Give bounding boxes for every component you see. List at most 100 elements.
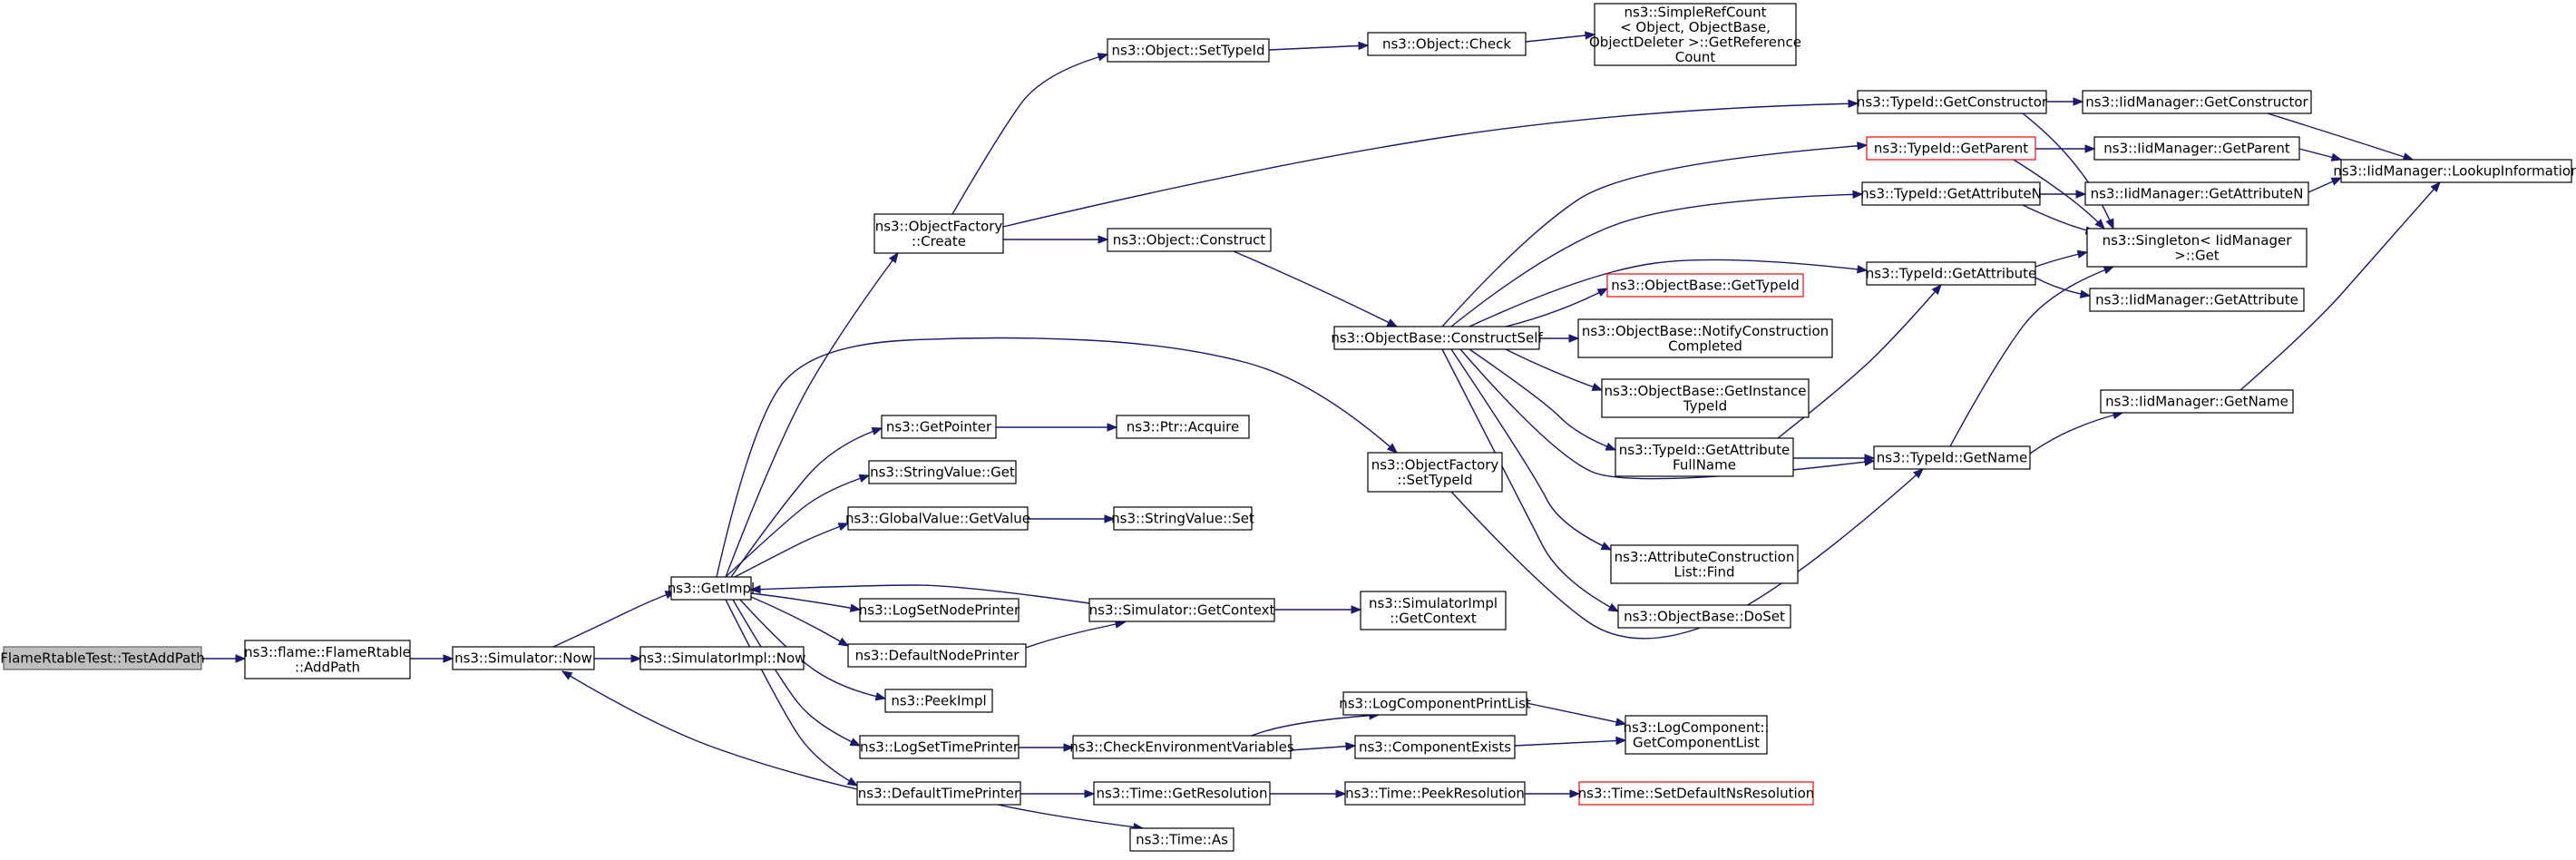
node-logcomponent-getlist[interactable]: ns3::LogComponent::GetComponentList — [1624, 715, 1770, 755]
call-edge — [734, 523, 850, 578]
edge-line — [997, 804, 1144, 829]
node-typeid-getname[interactable]: ns3::TypeId::GetName — [1873, 445, 2031, 470]
node-label: ns3::GlobalValue::GetValue — [845, 511, 1030, 527]
node-objectbase-doset[interactable]: ns3::ObjectBase::DoSet — [1617, 604, 1791, 629]
node-typeid-getconstructor[interactable]: ns3::TypeId::GetConstructor — [1857, 90, 2048, 114]
arrowhead — [1848, 99, 1859, 108]
node-iid-getname[interactable]: ns3::IidManager::GetName — [2100, 389, 2294, 414]
call-edge — [725, 474, 871, 578]
call-edge — [561, 670, 858, 790]
node-iid-getparent[interactable]: ns3::IidManager::GetParent — [2093, 136, 2300, 161]
edge-line — [730, 427, 883, 578]
node-label: ns3::ObjectBase::DoSet — [1624, 609, 1785, 625]
node-logsetnodeprinter[interactable]: ns3::LogSetNodePrinter — [859, 598, 1020, 622]
node-iid-getattributen[interactable]: ns3::IidManager::GetAttributeN — [2084, 181, 2309, 206]
arrowhead — [1605, 442, 1617, 451]
node-iid-lookupinformation[interactable]: ns3::IidManager::LookupInformation — [2333, 159, 2576, 183]
call-edge — [1505, 288, 1609, 327]
node-label: ns3::TypeId::GetName — [1877, 450, 2027, 466]
edge-line — [739, 599, 886, 699]
node-label: ns3::Time::PeekResolution — [1345, 786, 1525, 802]
node-ptr-acquire[interactable]: ns3::Ptr::Acquire — [1116, 415, 1250, 439]
node-box — [873, 213, 1004, 254]
node-simplerefcount[interactable]: ns3::SimpleRefCount< Object, ObjectBase,… — [1589, 3, 1801, 66]
node-time-getresolution[interactable]: ns3::Time::GetResolution — [1093, 781, 1271, 806]
node-globalvalue-getvalue[interactable]: ns3::GlobalValue::GetValue — [845, 506, 1030, 531]
call-edge — [2013, 159, 2105, 230]
node-root[interactable]: FlameRtableTest::TestAddPath — [0, 646, 205, 670]
node-checkenv[interactable]: ns3::CheckEnvironmentVariables — [1069, 735, 1294, 759]
node-getpointer[interactable]: ns3::GetPointer — [881, 415, 997, 439]
node-label: ns3::LogSetTimePrinter — [860, 739, 1020, 756]
edge-line — [1505, 348, 1603, 391]
node-defaulttimeprinter[interactable]: ns3::DefaultTimePrinter — [856, 781, 1021, 806]
node-label: ns3::ObjectFactory — [1371, 456, 1499, 473]
edge-line — [1441, 144, 1868, 327]
node-peekimpl[interactable]: ns3::PeekImpl — [884, 689, 993, 713]
call-edge — [2040, 190, 2087, 199]
node-iid-getattribute[interactable]: ns3::IidManager::GetAttribute — [2089, 288, 2305, 312]
node-sim-getcontext[interactable]: ns3::Simulator::GetContext — [1088, 598, 1275, 622]
node-label: ns3::GetImpl — [668, 581, 755, 597]
node-typeid-getattributen[interactable]: ns3::TypeId::GetAttributeN — [1860, 181, 2042, 206]
node-componentexists[interactable]: ns3::ComponentExists — [1354, 735, 1516, 759]
node-box — [2084, 181, 2309, 206]
node-objfactory-create[interactable]: ns3::ObjectFactory::Create — [873, 213, 1004, 254]
node-label: ObjectDeleter >::GetReference — [1589, 34, 1801, 50]
arrowhead — [849, 738, 862, 747]
node-stringvalue-set[interactable]: ns3::StringValue::Set — [1111, 506, 1254, 531]
node-defaultnodeprinter[interactable]: ns3::DefaultNodePrinter — [847, 643, 1027, 668]
node-object-settypeid[interactable]: ns3::Object::SetTypeId — [1107, 38, 1270, 63]
edge-line — [2022, 112, 2114, 230]
node-box — [1866, 136, 2036, 161]
node-singleton-get[interactable]: ns3::Singleton< IidManager >::Get — [2086, 228, 2308, 268]
node-label: < Object, ObjectBase, — [1620, 19, 1771, 35]
node-typeid-getattribute[interactable]: ns3::TypeId::GetAttribute — [1866, 261, 2036, 286]
node-label: TypeId — [1683, 397, 1727, 414]
node-box — [1577, 318, 1833, 358]
arrowhead — [1600, 542, 1613, 551]
node-simimpl-getcontext[interactable]: ns3::SimulatorImpl::GetContext — [1360, 591, 1507, 630]
node-iid-getconstructor[interactable]: ns3::IidManager::GetConstructor — [2082, 90, 2312, 114]
node-objfactory-settypeid[interactable]: ns3::ObjectFactory::SetTypeId — [1367, 452, 1503, 493]
node-objectbase-constructself[interactable]: ns3::ObjectBase::ConstructSelf — [1331, 326, 1543, 350]
node-objectbase-gettypeid[interactable]: ns3::ObjectBase::GetTypeId — [1606, 273, 1804, 298]
call-edge — [2035, 144, 2096, 153]
edge-line — [716, 337, 1398, 578]
node-logcomponentprintlist[interactable]: ns3::LogComponentPrintList — [1339, 691, 1531, 716]
call-edge — [1270, 789, 1347, 798]
node-stringvalue-get[interactable]: ns3::StringValue::Get — [868, 460, 1017, 484]
node-time-peekresolution[interactable]: ns3::Time::PeekResolution — [1344, 781, 1526, 806]
call-edge — [1441, 348, 1620, 612]
node-getimpl[interactable]: ns3::GetImpl — [668, 576, 755, 601]
node-box — [881, 415, 997, 439]
node-box — [1129, 827, 1234, 852]
node-label: ns3::CheckEnvironmentVariables — [1069, 739, 1294, 756]
node-box — [1594, 3, 1797, 66]
node-time-setdefaultns[interactable]: ns3::Time::SetDefaultNsResolution — [1578, 781, 1815, 806]
node-label: ns3::IidManager::GetParent — [2103, 141, 2290, 157]
node-objectbase-notify[interactable]: ns3::ObjectBase::NotifyConstructionCompl… — [1577, 318, 1833, 358]
node-label: ns3::AttributeConstruction — [1615, 549, 1795, 565]
node-object-construct[interactable]: ns3::Object::Construct — [1107, 228, 1272, 252]
node-logsettimeprinter[interactable]: ns3::LogSetTimePrinter — [859, 735, 1020, 759]
node-time-as[interactable]: ns3::Time::As — [1129, 827, 1234, 852]
node-addpath[interactable]: ns3::flame::FlameRtable::AddPath — [244, 640, 411, 679]
edge-line — [1450, 348, 1612, 551]
node-object-check[interactable]: ns3::Object::Check — [1367, 32, 1527, 56]
node-label: ns3::flame::FlameRtable — [244, 644, 411, 660]
node-box — [1088, 598, 1275, 622]
node-label: ns3::ObjectBase::GetInstance — [1605, 383, 1807, 399]
node-label: ns3::Object::Construct — [1113, 232, 1266, 249]
arrowhead — [837, 637, 850, 647]
arrowhead — [1864, 454, 1876, 463]
edge-line — [1268, 44, 1369, 51]
node-typeid-getparent[interactable]: ns3::TypeId::GetParent — [1866, 136, 2036, 161]
call-edge — [1450, 468, 1925, 640]
node-sim-now[interactable]: ns3::Simulator::Now — [452, 646, 595, 670]
node-simimpl-now[interactable]: ns3::SimulatorImpl::Now — [639, 646, 806, 670]
call-edge — [1777, 283, 1942, 439]
